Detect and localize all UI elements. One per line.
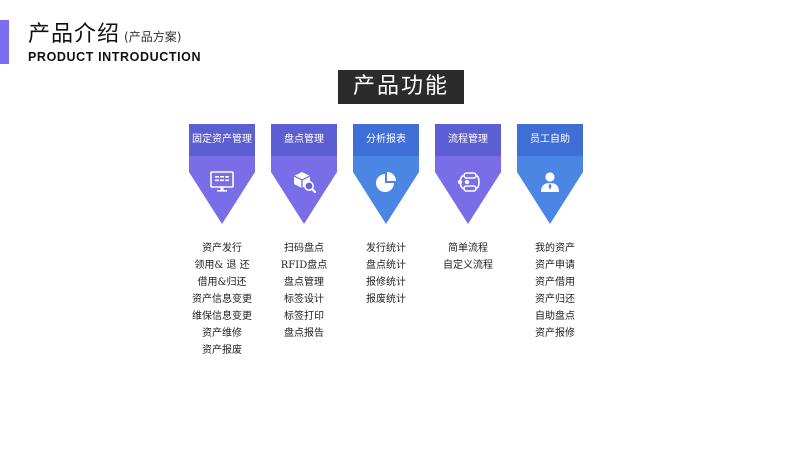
list-item: 自定义流程 xyxy=(443,260,493,271)
page-subtitle: PRODUCT INTRODUCTION xyxy=(28,50,202,64)
list-item: 资产借用 xyxy=(535,277,575,288)
list-item: 维保信息变更 xyxy=(192,311,252,322)
module-title: 分析报表 xyxy=(353,124,419,156)
module-title: 流程管理 xyxy=(435,124,501,156)
monitor-icon xyxy=(210,171,234,192)
list-item: 扫码盘点 xyxy=(284,243,324,254)
module-shape: 盘点管理 xyxy=(271,124,337,224)
list-item: 资产维修 xyxy=(202,328,242,339)
list-item: 标签设计 xyxy=(284,294,324,305)
list-item: 资产报修 xyxy=(535,328,575,339)
list-item: 领用& 退 还 xyxy=(194,260,250,271)
module-shape: 员工自助 xyxy=(517,124,583,224)
list-item: 资产申请 xyxy=(535,260,575,271)
list-item: 资产信息变更 xyxy=(192,294,252,305)
list-item: 我的资产 xyxy=(535,243,575,254)
list-item: 盘点报告 xyxy=(284,328,324,339)
list-item: 资产归还 xyxy=(535,294,575,305)
pie-chart-icon xyxy=(376,172,396,192)
list-item: 自助盘点 xyxy=(535,311,575,322)
module-shape: 流程管理 xyxy=(435,124,501,224)
section-title: 产品功能 xyxy=(338,70,464,104)
list-item: 报修统计 xyxy=(366,277,406,288)
workflow-icon xyxy=(457,172,480,192)
module-title: 盘点管理 xyxy=(271,124,337,156)
list-item: 发行统计 xyxy=(366,243,406,254)
module-list-reports: 发行统计 盘点统计 报修统计 报废统计 xyxy=(336,240,436,308)
list-item: 简单流程 xyxy=(448,243,488,254)
page-title-paren: (产品方案) xyxy=(124,30,182,44)
module-shape: 固定资产管理 xyxy=(189,124,255,224)
list-item: RFID盘点 xyxy=(280,260,328,271)
module-shape: 分析报表 xyxy=(353,124,419,224)
list-item: 盘点管理 xyxy=(284,277,324,288)
list-item: 借用&归还 xyxy=(197,277,247,288)
module-title: 固定资产管理 xyxy=(189,124,255,156)
module-list-workflow: 简单流程 自定义流程 xyxy=(418,240,518,274)
module-title: 员工自助 xyxy=(517,124,583,156)
page-title: 产品介绍(产品方案) xyxy=(28,16,181,48)
module-list-employee-self-service: 我的资产 资产申请 资产借用 资产归还 自助盘点 资产报修 xyxy=(505,240,605,342)
module-list-fixed-asset: 资产发行 领用& 退 还 借用&归还 资产信息变更 维保信息变更 资产维修 资产… xyxy=(172,240,272,359)
page-title-text: 产品介绍 xyxy=(28,22,121,47)
module-workflow: 流程管理 xyxy=(435,124,501,224)
list-item: 资产报废 xyxy=(202,345,242,356)
list-item: 标签打印 xyxy=(284,311,324,322)
header-accent-bar xyxy=(0,20,9,64)
module-employee-self-service: 员工自助 xyxy=(517,124,583,224)
user-icon xyxy=(541,172,559,192)
module-fixed-asset: 固定资产管理 xyxy=(189,124,255,224)
box-search-icon xyxy=(293,172,316,193)
module-reports: 分析报表 xyxy=(353,124,419,224)
module-inventory: 盘点管理 xyxy=(271,124,337,224)
module-list-inventory: 扫码盘点 RFID盘点 盘点管理 标签设计 标签打印 盘点报告 xyxy=(254,240,354,342)
list-item: 资产发行 xyxy=(202,243,242,254)
list-item: 报废统计 xyxy=(366,294,406,305)
list-item: 盘点统计 xyxy=(366,260,406,271)
